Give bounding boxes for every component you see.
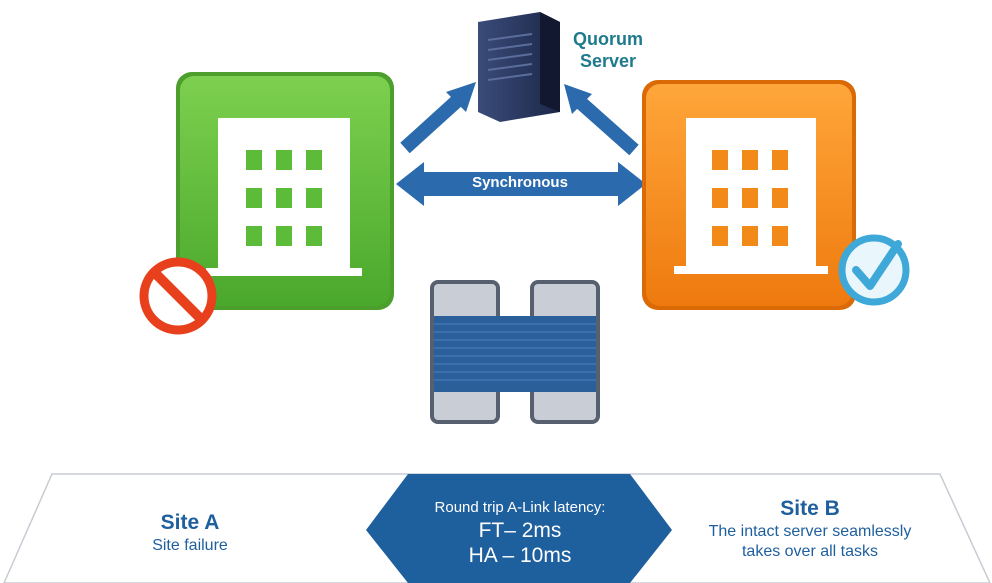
site-a-building-icon <box>176 72 394 310</box>
latency-ft: FT– 2ms <box>478 519 562 542</box>
synchronous-link-arrow <box>396 162 646 206</box>
quorum-server-icon <box>478 12 560 122</box>
bottom-banner <box>3 473 991 583</box>
quorum-server-label: Quorum Server <box>560 28 656 72</box>
site-b-building-icon <box>642 80 856 310</box>
latency-label: Round trip A-Link latency: <box>434 499 606 516</box>
arrow-site-a-to-quorum <box>400 82 476 154</box>
site-a-title: Site A <box>160 511 220 534</box>
site-b-title: Site B <box>780 497 840 520</box>
a-link-cable-icon <box>430 280 600 424</box>
site-a-caption: Site A Site failure <box>110 510 270 556</box>
quorum-label-line2: Server <box>579 51 637 71</box>
site-b-caption: Site B The intact server seamlessly take… <box>690 496 930 562</box>
site-b-status-line2: takes over all tasks <box>741 543 879 560</box>
synchronous-label: Synchronous <box>472 174 568 191</box>
site-ok-check-icon <box>838 234 910 306</box>
site-b-status-line1: The intact server seamlessly <box>708 523 912 540</box>
latency-box: Round trip A-Link latency: FT– 2ms HA – … <box>390 498 650 568</box>
quorum-label-line1: Quorum <box>573 29 643 49</box>
site-a-status: Site failure <box>152 537 228 554</box>
arrow-site-b-to-quorum <box>564 84 639 156</box>
site-failure-icon <box>139 257 217 335</box>
latency-ha: HA – 10ms <box>468 544 572 567</box>
